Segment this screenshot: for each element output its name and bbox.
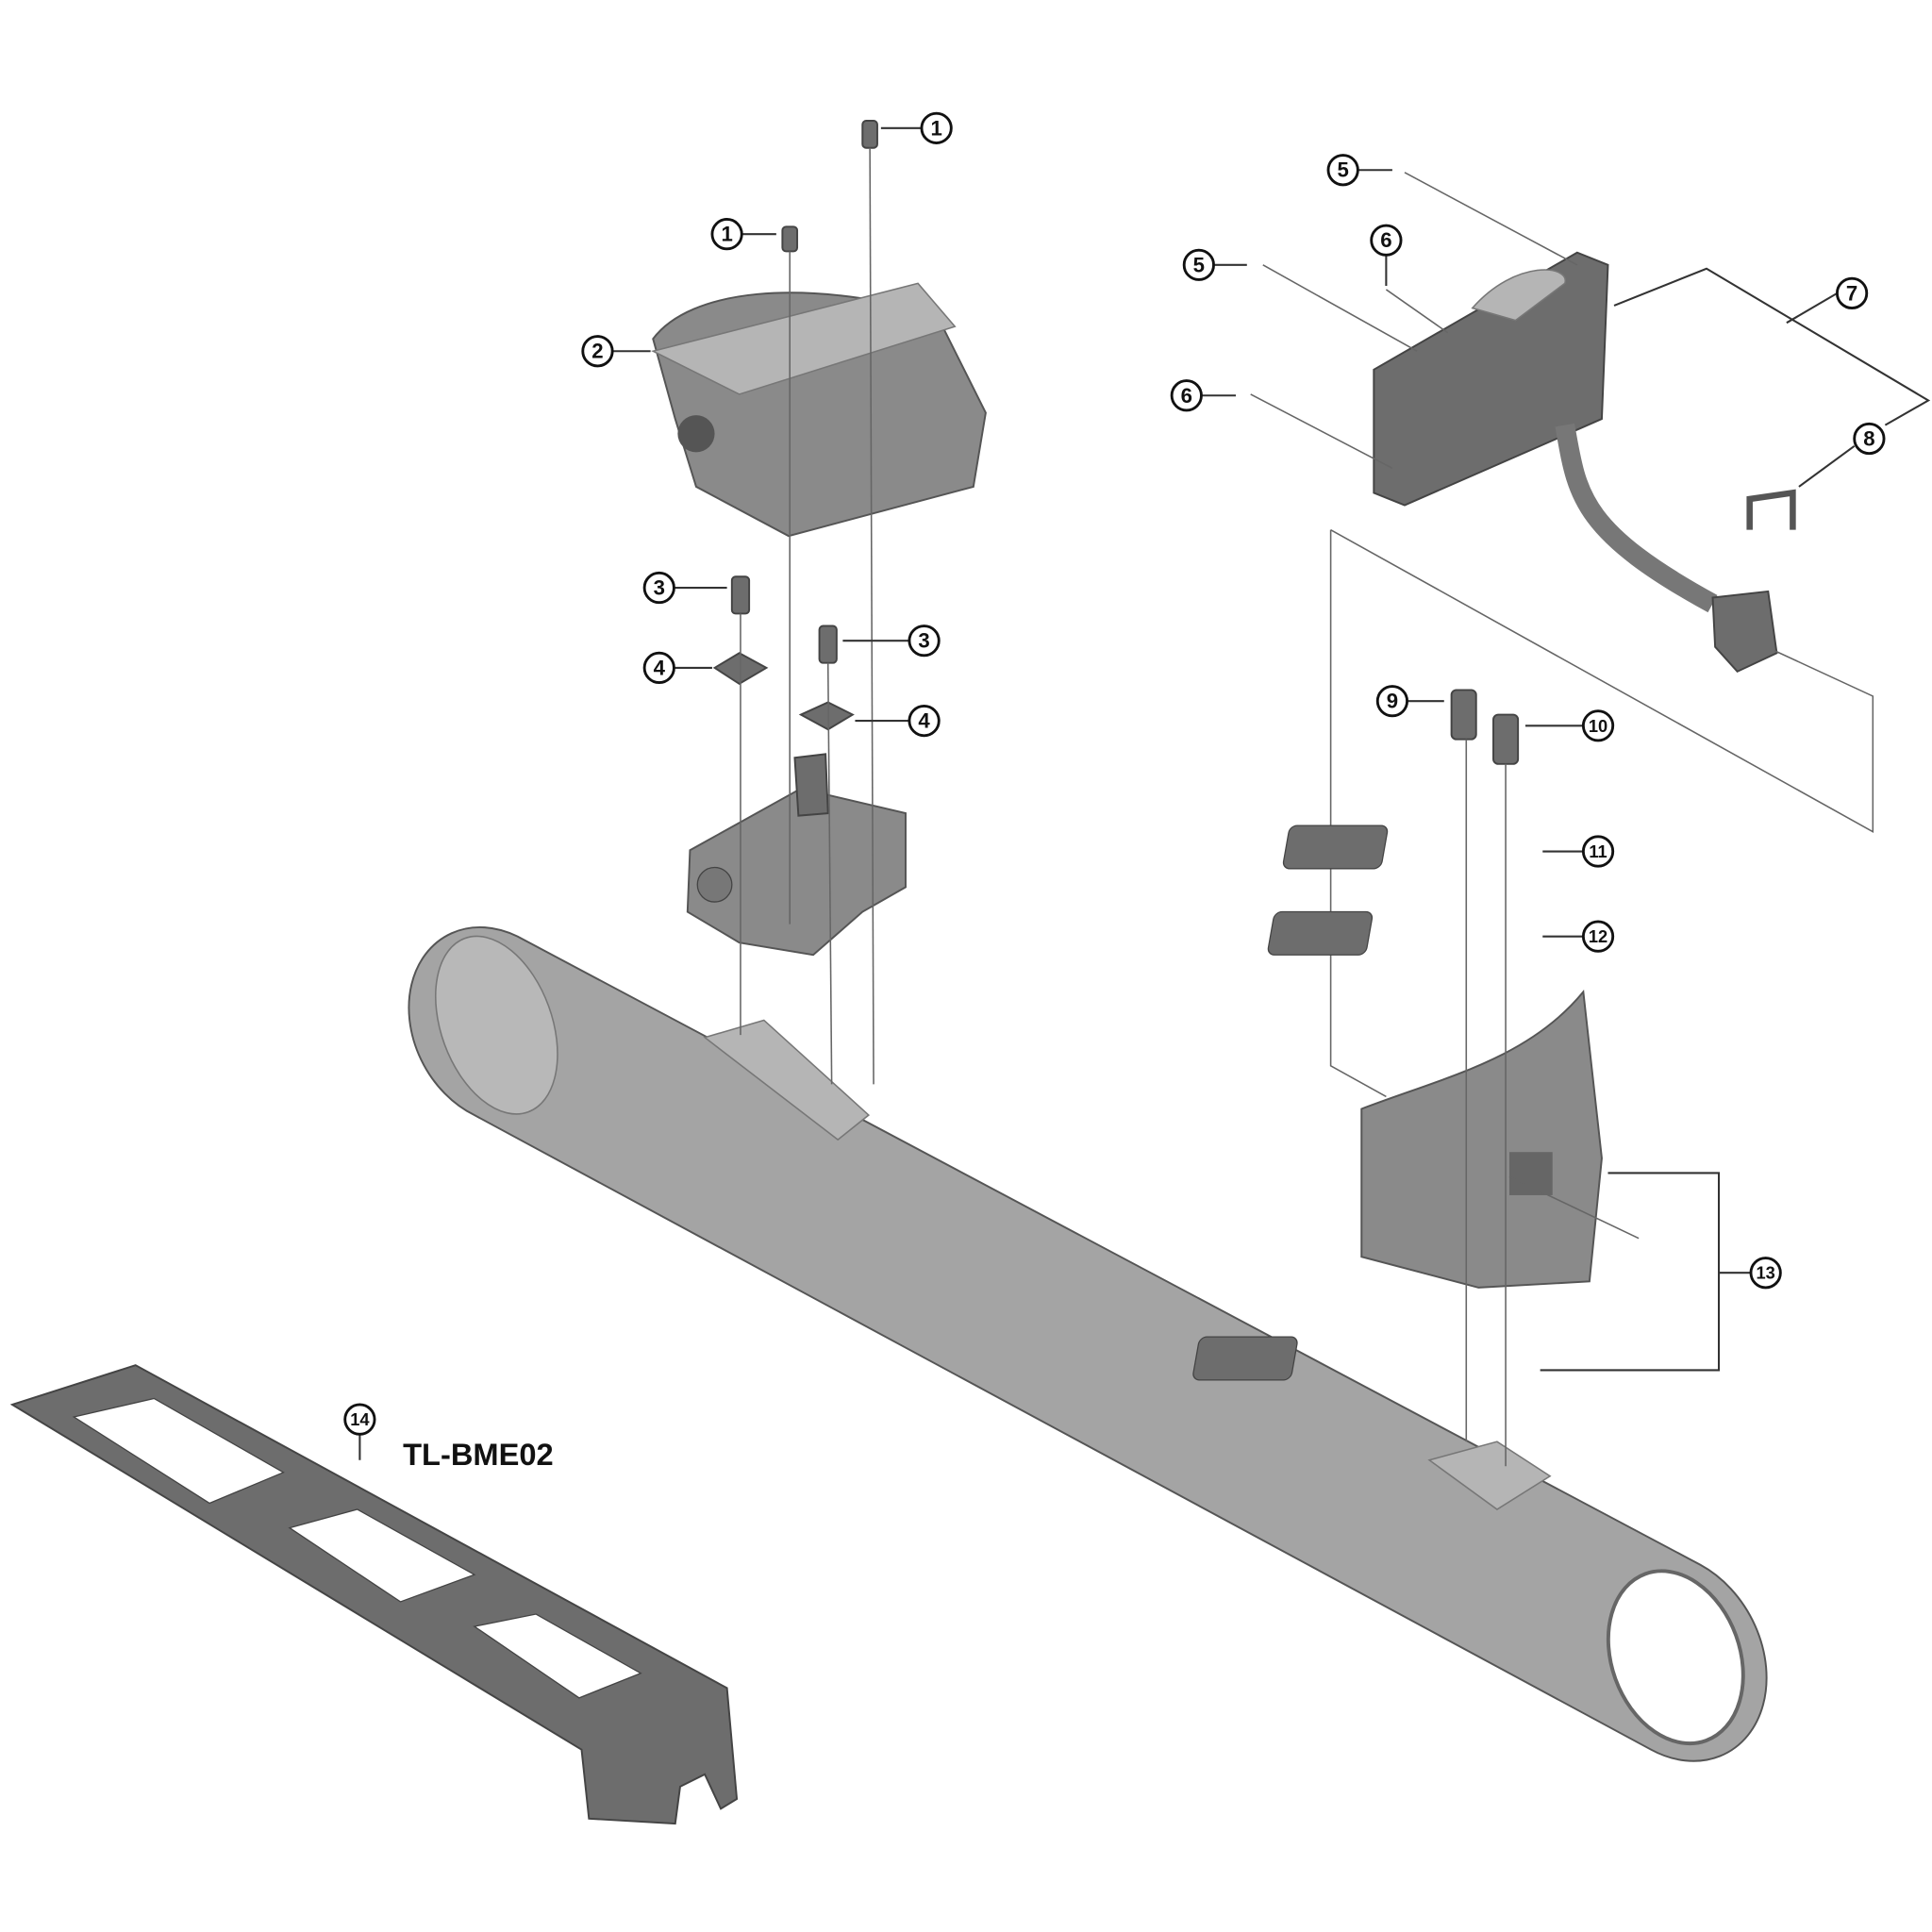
callout-11: 11 (1581, 835, 1615, 868)
svg-text:11: 11 (1589, 841, 1607, 861)
svg-text:10: 10 (1589, 716, 1607, 736)
callout-3: 3 (642, 571, 675, 605)
svg-text:9: 9 (1387, 690, 1398, 713)
callout-14: 14 (343, 1403, 376, 1436)
svg-text:3: 3 (918, 629, 929, 653)
callout-5: 5 (1182, 248, 1215, 281)
svg-text:7: 7 (1846, 281, 1857, 305)
callout-3: 3 (908, 625, 941, 658)
callout-4: 4 (642, 651, 675, 685)
callout-2: 2 (581, 335, 614, 368)
switch-unit (1250, 172, 1874, 1098)
unit-part (686, 753, 907, 957)
callout-8: 8 (1853, 422, 1886, 456)
svg-text:6: 6 (1380, 228, 1391, 252)
svg-text:13: 13 (1757, 1263, 1775, 1283)
right-parts (1192, 689, 1640, 1467)
tool-plate (9, 1364, 739, 1825)
svg-text:4: 4 (654, 656, 666, 679)
svg-text:4: 4 (918, 709, 930, 733)
svg-text:2: 2 (591, 340, 603, 363)
svg-text:5: 5 (1338, 158, 1349, 182)
callout-10: 10 (1581, 709, 1615, 742)
cover-part (651, 282, 987, 538)
svg-text:14: 14 (350, 1409, 370, 1429)
callout-5: 5 (1326, 154, 1359, 187)
leader-lines (358, 126, 1931, 1460)
callout-13: 13 (1749, 1257, 1782, 1290)
callout-12: 12 (1581, 920, 1615, 953)
callout-1: 1 (920, 111, 953, 144)
tube (408, 926, 1768, 1762)
callout-6: 6 (1370, 224, 1403, 257)
callout-6: 6 (1170, 379, 1203, 412)
tool-label: TL-BME02 (403, 1437, 554, 1472)
left-fasteners (712, 120, 878, 1085)
svg-text:3: 3 (654, 576, 665, 600)
callout-7: 7 (1835, 276, 1869, 309)
callout-9: 9 (1375, 685, 1409, 718)
callout-1: 1 (710, 218, 743, 251)
svg-text:1: 1 (930, 116, 941, 140)
callout-4: 4 (908, 704, 941, 738)
svg-text:5: 5 (1193, 253, 1205, 276)
svg-text:8: 8 (1863, 426, 1874, 450)
svg-text:6: 6 (1181, 384, 1192, 408)
svg-text:1: 1 (721, 223, 732, 246)
svg-text:12: 12 (1589, 926, 1607, 946)
